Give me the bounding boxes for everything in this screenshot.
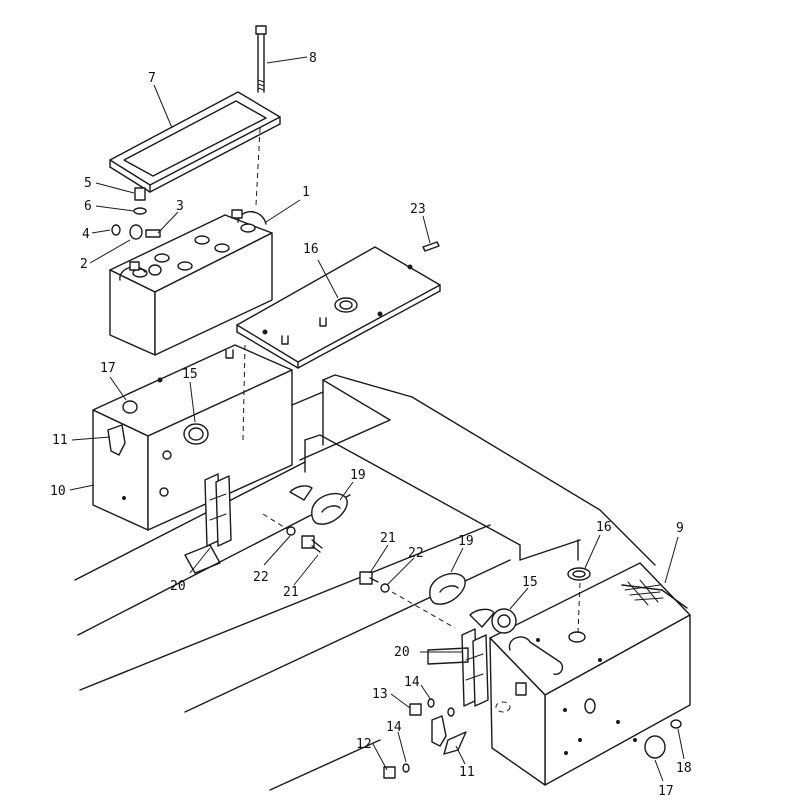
callout-14-lower: 14 bbox=[386, 720, 402, 735]
callout-19-upper: 19 bbox=[350, 468, 366, 483]
callout-20-lower: 20 bbox=[394, 645, 410, 660]
cushion-upper bbox=[289, 485, 348, 525]
callout-11-right: 11 bbox=[459, 765, 475, 780]
callout-19-lower: 19 bbox=[458, 534, 474, 549]
terminal-hardware bbox=[111, 187, 162, 276]
gasket-right bbox=[491, 608, 517, 634]
callout-6: 6 bbox=[84, 199, 92, 214]
label-plate bbox=[422, 241, 440, 252]
battery-tray bbox=[236, 246, 441, 369]
callout-2: 2 bbox=[80, 257, 88, 272]
callout-8: 8 bbox=[309, 51, 317, 66]
callout-7: 7 bbox=[148, 71, 156, 86]
callout-17-left: 17 bbox=[100, 361, 116, 376]
callout-17-right: 17 bbox=[658, 784, 674, 799]
callout-16-right: 16 bbox=[596, 520, 612, 535]
callout-21-upper: 21 bbox=[380, 531, 396, 546]
bolt-upper bbox=[262, 513, 323, 553]
callout-9: 9 bbox=[676, 521, 684, 536]
machine-frame bbox=[74, 374, 656, 791]
callout-4: 4 bbox=[82, 227, 90, 242]
cushion-lower bbox=[429, 572, 495, 628]
bracket-lower bbox=[427, 628, 527, 713]
callout-20-upper: 20 bbox=[170, 579, 186, 594]
callout-labels: 1 2 3 4 5 6 7 8 9 10 11 11 12 13 14 14 1… bbox=[50, 51, 692, 799]
bracket-upper bbox=[184, 473, 232, 574]
callout-5: 5 bbox=[84, 176, 92, 191]
callout-22-lower: 22 bbox=[253, 570, 269, 585]
callout-22-upper: 22 bbox=[408, 546, 424, 561]
callout-15-right: 15 bbox=[522, 575, 538, 590]
callout-12: 12 bbox=[356, 737, 372, 752]
callout-1: 1 bbox=[302, 185, 310, 200]
callout-23: 23 bbox=[410, 202, 426, 217]
callout-21-lower: 21 bbox=[283, 585, 299, 600]
callout-16-left: 16 bbox=[303, 242, 319, 257]
bolt-12 bbox=[383, 763, 410, 779]
callout-3: 3 bbox=[176, 199, 184, 214]
battery-box-right bbox=[489, 562, 691, 786]
callout-14-upper: 14 bbox=[404, 675, 420, 690]
battery-box-left bbox=[92, 344, 293, 531]
callout-15-left: 15 bbox=[182, 367, 198, 382]
callout-13: 13 bbox=[372, 687, 388, 702]
battery-hold-down-frame bbox=[109, 91, 281, 193]
grommet-right bbox=[567, 567, 591, 581]
hold-down-bolt bbox=[255, 25, 267, 206]
callout-10: 10 bbox=[50, 484, 66, 499]
bolt-13 bbox=[409, 698, 435, 716]
callout-18: 18 bbox=[676, 761, 692, 776]
leader-lines bbox=[69, 56, 685, 782]
latch-left bbox=[107, 424, 126, 456]
callout-11-left: 11 bbox=[52, 433, 68, 448]
latch-right bbox=[431, 707, 467, 755]
bolt-lower bbox=[359, 571, 456, 629]
